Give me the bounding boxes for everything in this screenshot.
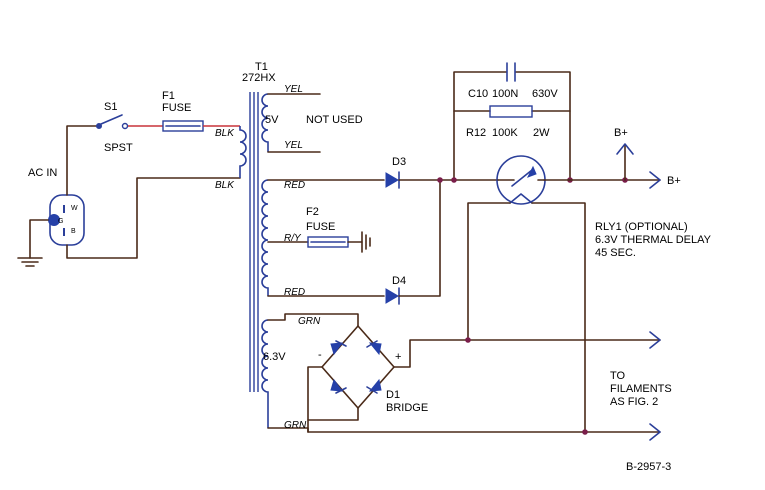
s1-ref: S1 xyxy=(104,101,117,113)
wire-blk-bottom: BLK xyxy=(215,180,235,191)
bridge-rectifier-d1 xyxy=(321,325,395,409)
svg-text:W: W xyxy=(71,205,78,212)
filaments-line3: AS FIG. 2 xyxy=(610,396,658,408)
ac-in-label: AC IN xyxy=(28,167,57,179)
svg-text:G: G xyxy=(58,218,63,225)
winding-not-used: NOT USED xyxy=(306,114,363,126)
ac-inlet: G W B xyxy=(48,194,85,246)
winding-5v: 5V xyxy=(265,114,279,126)
winding-6v3: 6.3V xyxy=(263,351,286,363)
arrow-filament-top xyxy=(649,331,661,349)
wire-yel-bottom: YEL xyxy=(284,140,303,151)
svg-text:B: B xyxy=(71,228,76,235)
wire-yel-top: YEL xyxy=(284,84,303,95)
resistor-r12 xyxy=(489,105,533,118)
bplus-top: B+ xyxy=(614,127,628,139)
wire-grn-top: GRN xyxy=(298,316,321,327)
wire-red-top: RED xyxy=(284,180,305,191)
r12-rating: 2W xyxy=(533,127,550,139)
filaments-line2: FILAMENTS xyxy=(610,383,672,395)
arrow-bplus-top xyxy=(616,143,634,155)
diode-d4 xyxy=(385,287,400,305)
c10-value: 100N xyxy=(492,88,518,100)
d1-type: BRIDGE xyxy=(386,402,428,414)
d4-ref: D4 xyxy=(392,275,406,287)
bplus-right: B+ xyxy=(667,175,681,187)
fuse-f2 xyxy=(307,236,349,248)
rly1-line3: 45 SEC. xyxy=(595,247,636,259)
ground-symbol-inlet xyxy=(17,257,43,267)
r12-ref: R12 xyxy=(466,127,486,139)
t1-ref: T1 xyxy=(255,61,268,73)
bridge-minus: - xyxy=(318,349,322,361)
transformer-t1 xyxy=(239,92,269,428)
arrow-filament-bottom xyxy=(649,423,661,441)
switch-s1 xyxy=(96,114,129,130)
wire-blk-top: BLK xyxy=(215,128,235,139)
f1-type: FUSE xyxy=(162,102,191,114)
c10-ref: C10 xyxy=(468,88,488,100)
filaments-line1: TO xyxy=(610,370,626,382)
d1-ref: D1 xyxy=(386,389,400,401)
diode-d3 xyxy=(385,171,400,189)
bridge-plus: + xyxy=(395,351,401,363)
d3-ref: D3 xyxy=(392,156,406,168)
rly1-line2: 6.3V THERMAL DELAY xyxy=(595,234,712,246)
relay-rly1 xyxy=(496,155,546,205)
f1-ref: F1 xyxy=(162,90,175,102)
t1-type: 272HX xyxy=(242,72,276,84)
drawing-number: B-2957-3 xyxy=(626,461,671,473)
wire-red-bottom: RED xyxy=(284,287,305,298)
s1-type: SPST xyxy=(104,142,133,154)
wire-r-y: R/Y xyxy=(284,233,302,244)
f2-type: FUSE xyxy=(306,221,335,233)
arrow-bplus-right xyxy=(649,171,661,189)
r12-value: 100K xyxy=(492,127,518,139)
fuse-f1 xyxy=(162,120,204,132)
f2-ref: F2 xyxy=(306,206,319,218)
capacitor-c10 xyxy=(506,62,516,82)
rly1-line1: RLY1 (OPTIONAL) xyxy=(595,221,688,233)
wire-grn-bottom: GRN xyxy=(284,420,307,431)
c10-rating: 630V xyxy=(532,88,558,100)
ground-symbol-f2 xyxy=(361,231,371,253)
